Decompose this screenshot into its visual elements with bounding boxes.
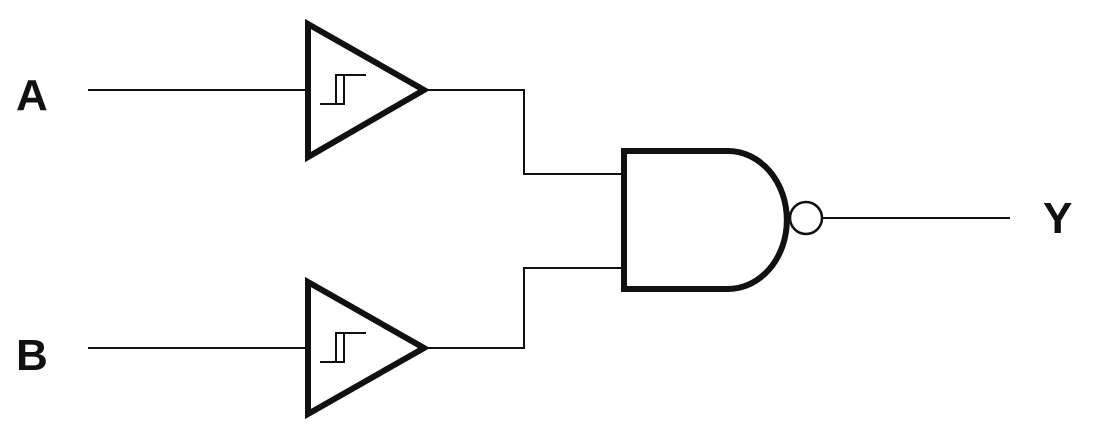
buffer-b-to-nand-wire (424, 267, 624, 349)
nand-gate (621, 148, 824, 292)
inversion-bubble (788, 200, 824, 236)
schmitt-buffer-a (305, 18, 431, 163)
buffer-a-triangle (305, 18, 431, 163)
hysteresis-icon (320, 332, 366, 363)
input-label-b: B (16, 331, 48, 380)
schmitt-buffer-b (305, 276, 431, 420)
hysteresis-icon (320, 74, 366, 105)
buffer-b-triangle (305, 276, 431, 420)
buffer-a-to-nand-wire (424, 89, 624, 175)
nand-gate-body (621, 148, 790, 292)
input-label-a: A (16, 71, 48, 120)
output-label-y: Y (1043, 194, 1072, 243)
